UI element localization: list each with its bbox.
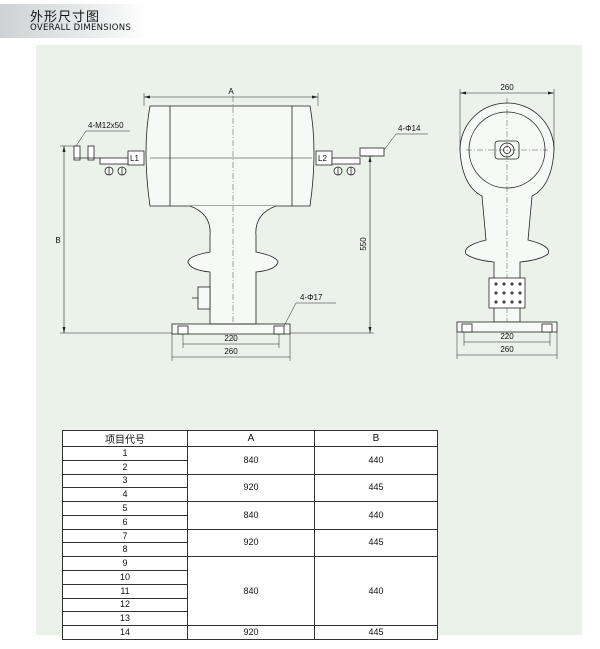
cell-a: 840 [187,501,315,530]
cell-b: 440 [314,501,438,530]
header-b: B [314,430,438,447]
side-base-block-right [541,323,553,333]
front-side-box [197,286,211,310]
row-code: 3 [62,473,188,489]
label-terminal-l2: L2 [318,154,327,163]
terminal-l1-bolt-2 [87,145,95,161]
row-code: 7 [62,528,188,544]
cell-a: 840 [187,556,315,627]
header-item-code: 项目代号 [62,430,188,447]
front-base-block-left [177,325,189,335]
terminal-l2-tab [359,147,385,157]
side-dim-top-arrow-right [548,91,554,95]
side-base-block-left [461,323,473,333]
label-front-base-260: 260 [224,347,238,356]
row-code: 12 [62,597,188,613]
side-dim-top-arrow-left [460,91,466,95]
row-code: 13 [62,611,188,627]
dim-b-arrow-bottom [62,327,66,333]
side-hub-mount [494,140,520,160]
section-title-en: OVERALL DIMENSIONS [30,23,132,33]
row-code: 10 [62,570,188,585]
cell-a: 840 [187,446,315,475]
front-view [60,93,428,361]
label-hole-base: 4-Φ17 [300,293,323,302]
front-base-block-right [273,325,285,335]
row-code: 1 [62,446,188,461]
cell-b: 440 [314,446,438,475]
label-dim-b: B [55,236,60,245]
label-dim-550: 550 [359,237,368,251]
side-terminal-studs [494,282,522,304]
label-dim-a: A [228,87,234,96]
title-bar [0,4,148,38]
side-view [456,89,558,359]
row-code: 4 [62,487,188,503]
label-hole-top: 4-Φ14 [398,124,421,133]
label-side-top-260: 260 [500,83,514,92]
row-code: 2 [62,459,188,475]
row-code: 11 [62,583,188,599]
cell-b: 445 [314,528,438,558]
front-body [145,105,315,207]
dim-a-arrow-left [144,95,150,99]
cell-b: 445 [314,473,438,503]
section-title-zh: 外形尺寸图 [30,10,101,25]
label-terminal-l1: L1 [130,154,139,163]
label-bolt-note: 4-M12x50 [88,121,124,130]
table-header-row: 项目代号 A B [62,430,438,447]
dim-a-arrow-right [312,95,318,99]
terminal-l1-bolt-1 [73,145,81,161]
dim-b-arrow-top [62,146,66,152]
row-code: 8 [62,542,188,558]
header-a: A [187,430,315,447]
label-side-base-220: 220 [500,332,514,341]
dim-550-arrow-top [368,156,372,162]
label-side-base-260: 260 [500,345,514,354]
terminal-l2-bar [331,157,361,165]
cell-b: 440 [314,556,438,627]
cell-b: 445 [314,625,438,640]
row-code: 14 [62,625,188,640]
front-base-plate [171,323,291,335]
terminal-l1-bar [99,157,129,165]
side-base-plate [456,321,558,333]
cell-a: 920 [187,625,315,640]
label-front-base-220: 220 [224,334,238,343]
leader-hole-base [283,302,336,327]
leader-bolt-diag [75,130,87,147]
cell-a: 920 [187,528,315,558]
leader-hole-top [383,133,428,151]
header: 外形尺寸图 OVERALL DIMENSIONS [0,0,600,40]
dimension-drawing: A B 550 4-M12x50 4-Φ14 4-Φ17 L1 L2 220 2… [55,83,558,361]
dim-550-arrow-bottom [368,327,372,333]
row-code: 6 [62,514,188,530]
cell-a: 920 [187,473,315,503]
row-code: 9 [62,556,188,572]
row-code: 5 [62,501,188,516]
